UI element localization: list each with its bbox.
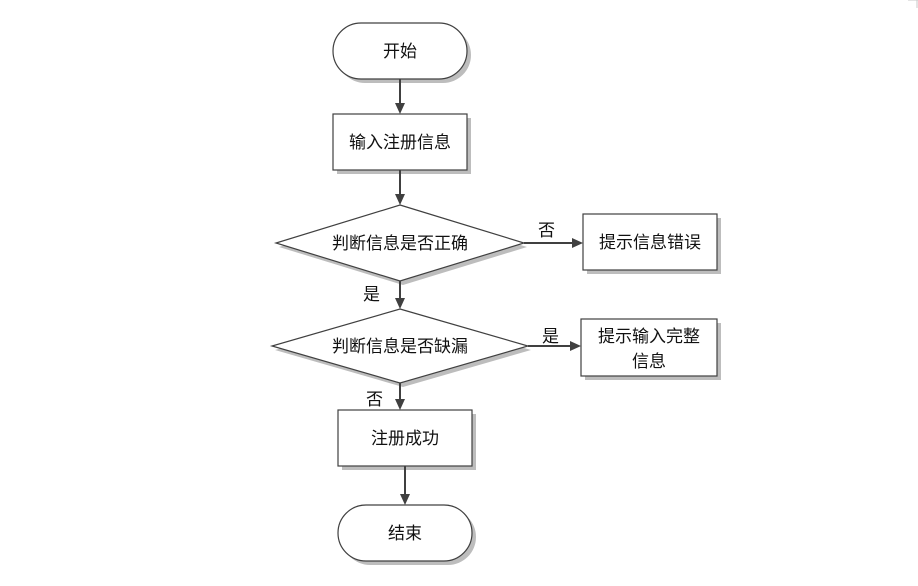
arrowhead	[395, 298, 405, 309]
start-label: 开始	[383, 42, 417, 62]
end-label: 结束	[388, 524, 422, 544]
start-node: 开始	[332, 22, 471, 83]
arrowhead	[570, 341, 581, 351]
arrowhead	[395, 103, 405, 114]
arrowhead	[400, 494, 410, 505]
complete-prompt-label-line2: 信息	[632, 352, 666, 372]
input-label: 输入注册信息	[349, 133, 451, 153]
edge-check-correct-yes: 是	[363, 281, 405, 309]
check-correct-node: 判断信息是否正确	[273, 204, 527, 285]
success-label: 注册成功	[371, 429, 439, 449]
edge-start-to-input	[395, 79, 405, 114]
arrowhead	[395, 194, 405, 205]
check-missing-node: 判断信息是否缺漏	[269, 308, 531, 387]
check-correct-label: 判断信息是否正确	[332, 234, 468, 254]
edge-label-correct-no: 否	[538, 221, 555, 241]
edge-check-missing-no: 否	[366, 383, 405, 410]
edge-check-missing-yes: 是	[528, 327, 581, 351]
arrowhead	[395, 399, 405, 410]
complete-prompt-label-line1: 提示输入完整	[598, 327, 700, 347]
complete-prompt-node: 提示输入完整 信息	[580, 318, 721, 380]
error-prompt-node: 提示信息错误	[582, 213, 721, 274]
edge-input-to-check-correct	[395, 170, 405, 205]
edge-label-correct-yes: 是	[363, 285, 380, 305]
error-prompt-label: 提示信息错误	[599, 233, 701, 253]
success-node: 注册成功	[337, 409, 476, 470]
edge-success-to-end	[400, 466, 410, 505]
edge-check-correct-no: 否	[524, 221, 583, 248]
input-node: 输入注册信息	[332, 113, 471, 174]
edge-label-missing-no: 否	[366, 390, 383, 410]
edge-label-missing-yes: 是	[542, 327, 559, 347]
check-missing-label: 判断信息是否缺漏	[332, 337, 468, 357]
arrowhead	[572, 238, 583, 248]
end-node: 结束	[337, 504, 476, 565]
